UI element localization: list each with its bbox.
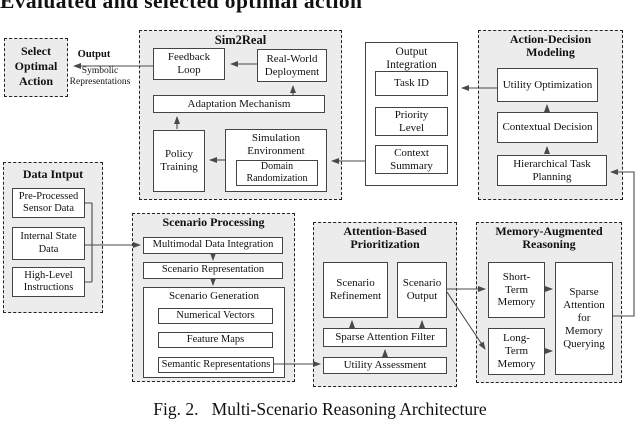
- clipped-paragraph-text: Evaluated and selected optimal action: [0, 0, 363, 13]
- high-level-instructions-box: High-Level Instructions: [12, 267, 85, 297]
- internal-state-data-box: Internal State Data: [12, 227, 85, 260]
- hierarchical-task-planning-label: Hierarchical Task Planning: [513, 157, 591, 183]
- adaptation-mechanism-box: Adaptation Mechanism: [153, 95, 325, 113]
- memory-augmented-reasoning-title: Memory-Augmented Reasoning: [495, 224, 603, 252]
- utility-assessment-label: Utility Assessment: [343, 359, 427, 372]
- sim2real-title: Sim2Real: [214, 33, 267, 47]
- internal-state-data-label: Internal State Data: [20, 231, 77, 255]
- long-term-memory-box: Long-Term Memory: [488, 328, 545, 375]
- feature-maps-label: Feature Maps: [186, 333, 245, 345]
- feature-maps-box: Feature Maps: [158, 332, 273, 348]
- select-optimal-action-box: Select Optimal Action: [4, 38, 68, 97]
- context-summary-label: Context Summary: [390, 146, 433, 172]
- output-integration-box: Output Integration Task ID Priority Leve…: [365, 42, 458, 186]
- policy-training-label: Policy Training: [160, 148, 198, 173]
- numerical-vectors-label: Numerical Vectors: [176, 309, 255, 321]
- scenario-output-label: Scenario Output: [402, 277, 442, 302]
- sparse-attention-memory-querying-label: Sparse Attention for Memory Querying: [563, 286, 605, 350]
- numerical-vectors-box: Numerical Vectors: [158, 308, 273, 324]
- pre-processed-sensor-data-box: Pre-Processed Sensor Data: [12, 188, 85, 218]
- task-id-box: Task ID: [375, 71, 448, 96]
- contextual-decision-label: Contextual Decision: [502, 121, 593, 134]
- simulation-environment-box: Simulation Environment Domain Randomizat…: [225, 129, 327, 192]
- utility-optimization-box: Utility Optimization: [497, 68, 598, 102]
- attention-based-prioritization-title: Attention-Based Prioritization: [343, 224, 427, 252]
- semantic-representations-label: Semantic Representations: [161, 358, 271, 370]
- task-id-label: Task ID: [394, 77, 429, 90]
- high-level-instructions-label: High-Level Instructions: [23, 269, 74, 293]
- scenario-representation-box: Scenario Representation: [143, 262, 283, 279]
- hierarchical-task-planning-box: Hierarchical Task Planning: [497, 155, 607, 186]
- multimodal-data-integration-box: Multimodal Data Integration: [143, 237, 283, 254]
- multimodal-data-integration-label: Multimodal Data Integration: [152, 239, 274, 251]
- sparse-attention-filter-label: Sparse Attention Filter: [335, 331, 435, 344]
- data-input-title: Data Intput: [22, 167, 84, 181]
- domain-randomization-label: Domain Randomization: [246, 161, 308, 184]
- pre-processed-sensor-data-label: Pre-Processed Sensor Data: [18, 190, 79, 214]
- sparse-attention-filter-box: Sparse Attention Filter: [323, 328, 447, 347]
- scenario-refinement-box: Scenario Refinement: [323, 262, 388, 318]
- real-world-deployment-label: Real-World Deployment: [264, 52, 320, 78]
- scenario-processing-title: Scenario Processing: [162, 215, 265, 229]
- sparse-attention-memory-querying-box: Sparse Attention for Memory Querying: [555, 262, 613, 375]
- action-decision-modeling-title: Action-Decision Modeling: [509, 32, 592, 60]
- select-optimal-action-label: Select Optimal Action: [14, 44, 58, 88]
- scenario-generation-box: Scenario Generation Numerical Vectors Fe…: [143, 287, 285, 378]
- scenario-representation-label: Scenario Representation: [161, 264, 265, 276]
- feedback-loop-label: Feedback Loop: [167, 51, 211, 76]
- policy-training-box: Policy Training: [153, 130, 205, 192]
- short-term-memory-label: Short-Term Memory: [497, 270, 536, 309]
- real-world-deployment-box: Real-World Deployment: [257, 49, 327, 82]
- short-term-memory-box: Short-Term Memory: [488, 262, 545, 318]
- simulation-environment-label: Simulation Environment: [247, 132, 305, 157]
- output-integration-title: Output Integration: [386, 46, 437, 72]
- feedback-loop-box: Feedback Loop: [153, 48, 225, 80]
- output-arrow-label: Output: [77, 49, 111, 60]
- semantic-representations-box: Semantic Representations: [158, 357, 274, 373]
- domain-randomization-box: Domain Randomization: [236, 160, 318, 186]
- long-term-memory-label: Long-Term Memory: [497, 332, 536, 370]
- symbolic-representations-label: Symbolic Representations: [69, 66, 131, 87]
- priority-level-label: Priority Level: [394, 108, 429, 134]
- figure-caption: Fig. 2. Multi-Scenario Reasoning Archite…: [153, 399, 487, 419]
- scenario-refinement-label: Scenario Refinement: [329, 277, 382, 302]
- scenario-output-box: Scenario Output: [397, 262, 447, 318]
- scenario-generation-label: Scenario Generation: [168, 290, 260, 302]
- priority-level-box: Priority Level: [375, 107, 448, 136]
- context-summary-box: Context Summary: [375, 145, 448, 174]
- utility-optimization-label: Utility Optimization: [502, 78, 593, 91]
- adaptation-mechanism-label: Adaptation Mechanism: [187, 97, 291, 110]
- contextual-decision-box: Contextual Decision: [497, 112, 598, 143]
- utility-assessment-box: Utility Assessment: [323, 357, 447, 374]
